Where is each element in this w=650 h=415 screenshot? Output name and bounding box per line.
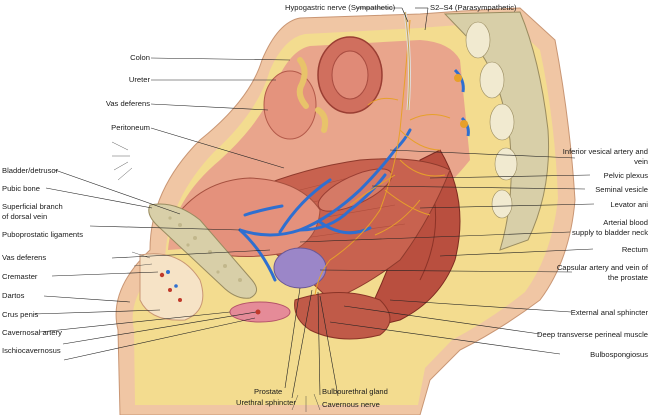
label-deep-transverse: Deep transverse perineal muscle (537, 330, 648, 339)
label-inferior-vesical-line2: vein (634, 157, 648, 166)
label-bulbourethral-gland: Bulbourethral gland (322, 387, 388, 396)
label-external-anal-sphincter: External anal sphincter (571, 308, 649, 317)
label-ureter: Ureter (129, 75, 151, 84)
label-bladder-detrusor: Bladder/detrusor (2, 166, 59, 175)
label-s2-s4: S2–S4 (Parasympathetic) (430, 3, 517, 12)
label-prostate: Prostate (254, 387, 282, 396)
label-crus-penis: Crus penis (2, 310, 38, 319)
label-peritoneum: Peritoneum (111, 123, 150, 132)
label-ischiocavernosus: Ischiocavernosus (2, 346, 61, 355)
label-urethral-sphincter: Urethral sphincter (236, 398, 296, 407)
scrotum (139, 253, 204, 321)
label-superficial-branch: Superficial branch (2, 202, 63, 211)
label-capsular: Capsular artery and vein of (557, 263, 649, 272)
pubic-bone (148, 203, 257, 299)
label-levator-ani: Levator ani (610, 200, 648, 209)
leader-lines (33, 7, 595, 399)
label-cavernous-nerve: Cavernous nerve (322, 400, 380, 409)
label-pubic-bone: Pubic bone (2, 184, 40, 193)
label-rectum: Rectum (622, 245, 648, 254)
label-inferior-vesical: Inferior vesical artery and (563, 147, 648, 156)
label-dartos: Dartos (2, 291, 25, 300)
sacrum (443, 11, 550, 251)
label-superficial-branch-line2: of dorsal vein (2, 212, 47, 221)
pelvic-plexus (314, 19, 451, 296)
label-pelvic-plexus: Pelvic plexus (604, 171, 649, 180)
label-arterial-blood-line2: supply to bladder neck (572, 228, 648, 237)
label-seminal-vesicle: Seminal vesicle (595, 185, 648, 194)
label-capsular-line2: the prostate (608, 273, 648, 282)
label-cavernosal-artery: Cavernosal artery (2, 328, 62, 337)
label-puboprostatic-ligaments: Puboprostatic ligaments (2, 230, 83, 239)
label-vas-deferens-top: Vas deferens (106, 99, 150, 108)
label-colon: Colon (130, 53, 150, 62)
label-bulbospongiosus: Bulbospongiosus (590, 350, 648, 359)
label-hypogastric-nerve: Hypogastric nerve (Sympathetic) (285, 3, 396, 12)
label-arterial-blood: Arterial blood (603, 218, 648, 227)
label-vas-deferens-left: Vas deferens (2, 253, 46, 262)
label-cremaster: Cremaster (2, 272, 38, 281)
